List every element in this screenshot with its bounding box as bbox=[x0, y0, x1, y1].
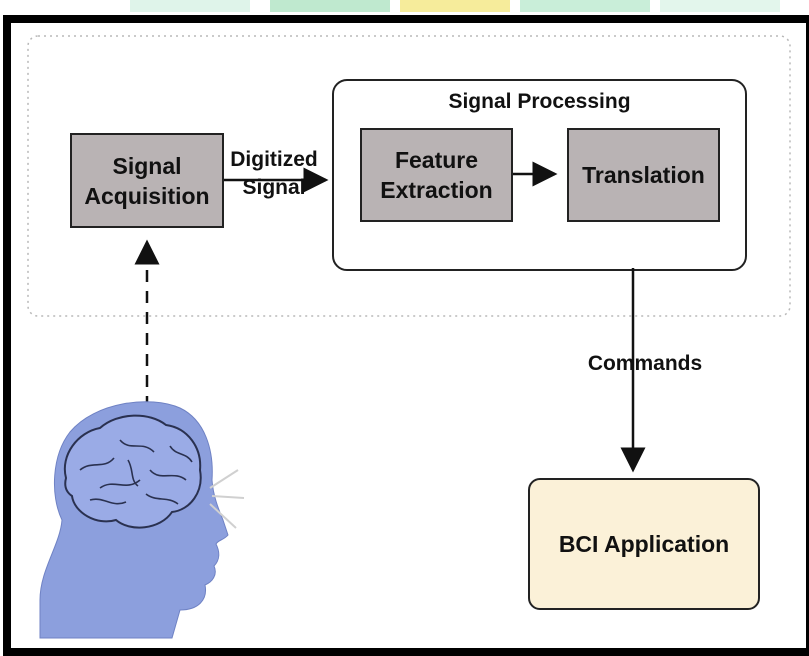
digitized-signal-label: Digitized Signal bbox=[230, 148, 318, 199]
signal-processing-title: Signal Processing bbox=[448, 90, 631, 113]
bci-application-label: BCI Application bbox=[558, 530, 730, 557]
commands-label: Commands bbox=[587, 352, 703, 375]
feature-extraction-box: Feature Extraction bbox=[360, 128, 513, 222]
watermark-strip-3 bbox=[400, 0, 510, 12]
brain-head-icon bbox=[39, 401, 245, 639]
feature-extraction-label: Feature Extraction bbox=[380, 147, 493, 203]
watermark-strip-1 bbox=[130, 0, 250, 12]
watermark-strip-4 bbox=[520, 0, 650, 12]
dotted-region bbox=[27, 35, 791, 317]
signal-acquisition-label: Signal Acquisition bbox=[84, 152, 210, 209]
watermark-strip-5 bbox=[660, 0, 780, 12]
translation-label: Translation bbox=[582, 161, 705, 188]
bci-application-box: BCI Application bbox=[528, 478, 760, 610]
translation-box: Translation bbox=[567, 128, 720, 222]
watermark-strip-2 bbox=[270, 0, 390, 12]
signal-acquisition-box: Signal Acquisition bbox=[70, 133, 224, 228]
